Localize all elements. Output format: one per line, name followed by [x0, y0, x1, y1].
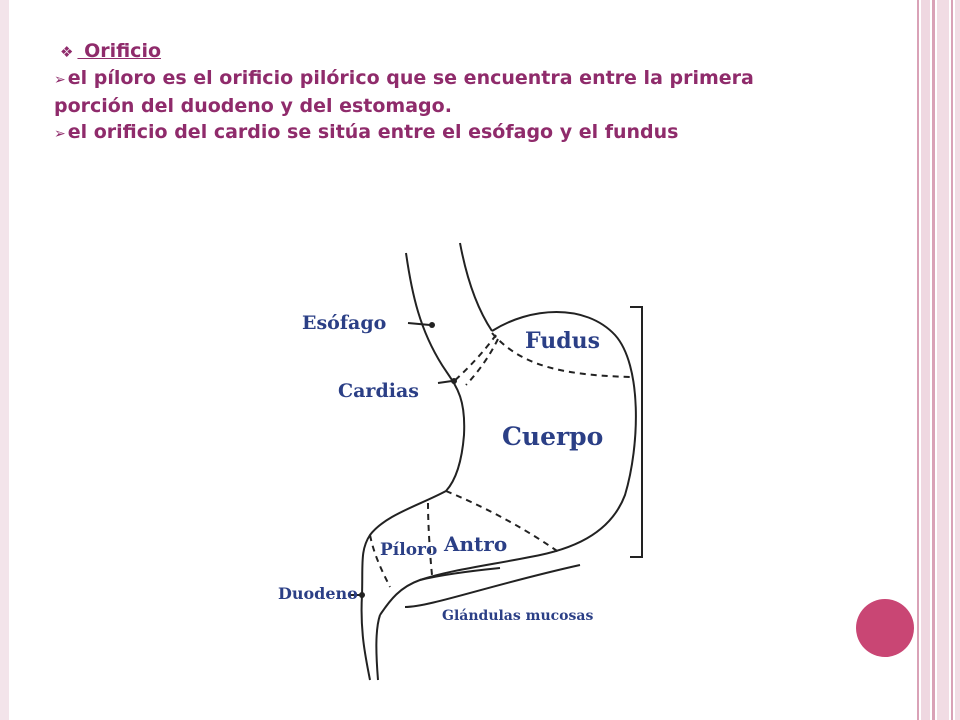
esophagus-right-wall: [459, 242, 493, 332]
left-border: [0, 0, 9, 720]
label-cuerpo: Cuerpo: [502, 422, 603, 451]
label-fundus: Fudus: [525, 328, 600, 354]
lesser-curvature-inner: [419, 567, 501, 581]
heading-text: Orificio: [77, 40, 162, 62]
arrow-bullet-icon: ➢: [54, 126, 66, 142]
right-border-line: [932, 0, 935, 720]
label-piloro: Píloro: [380, 540, 437, 560]
pylorus-boundary-1: [427, 502, 433, 576]
paragraph-2: ➢el orificio del cardio se sitúa entre e…: [54, 119, 854, 147]
cardias-boundary-1: [451, 334, 497, 384]
paragraph-1-continued: porción del duodeno y del estomago.: [54, 93, 854, 119]
right-border-line: [951, 0, 953, 720]
stomach-diagram: Esófago Fudus Cardias Cuerpo Píloro Antr…: [278, 242, 643, 681]
label-esofago: Esófago: [302, 312, 386, 334]
cardias-pointer: [437, 380, 453, 384]
label-duodeno: Duodeno: [278, 584, 358, 603]
paragraph-1: ➢el píloro es el orificio pilórico que s…: [54, 65, 854, 93]
right-border-line: [917, 0, 919, 720]
diamond-bullet-icon: ❖: [60, 43, 74, 61]
paragraph-text: el orificio del cardio se sitúa entre el…: [67, 121, 679, 143]
paragraph-text: porción del duodeno y del estomago.: [54, 95, 452, 117]
label-cardias: Cardias: [338, 380, 419, 402]
right-border-band: [921, 0, 930, 720]
right-border-band: [937, 0, 949, 720]
arrow-bullet-icon: ➢: [54, 72, 66, 88]
cardias-pointer-dot: [451, 378, 457, 384]
decorative-circle: [856, 599, 914, 657]
paragraph-text: el píloro es el orificio pilórico que se…: [67, 67, 754, 89]
label-glandulas: Glándulas mucosas: [442, 608, 593, 624]
right-border-band: [955, 0, 960, 720]
esophagus-pointer: [407, 322, 431, 326]
esophagus-pointer-dot: [429, 322, 435, 328]
heading: ❖ Orificio: [60, 38, 854, 65]
label-antro: Antro: [443, 532, 507, 556]
text-block: ❖ Orificio ➢el píloro es el orificio pil…: [54, 38, 854, 147]
greater-curvature: [379, 311, 637, 616]
mucosa-line: [404, 564, 581, 608]
duodenum-pointer-dot: [359, 592, 365, 598]
pylorus-boundary-2: [369, 534, 391, 588]
antrum-boundary: [445, 490, 561, 554]
duodenum-inner: [375, 614, 381, 681]
fundus-boundary: [491, 332, 631, 378]
stomach-bracket: [630, 306, 643, 558]
cardias-boundary-2: [465, 338, 499, 386]
